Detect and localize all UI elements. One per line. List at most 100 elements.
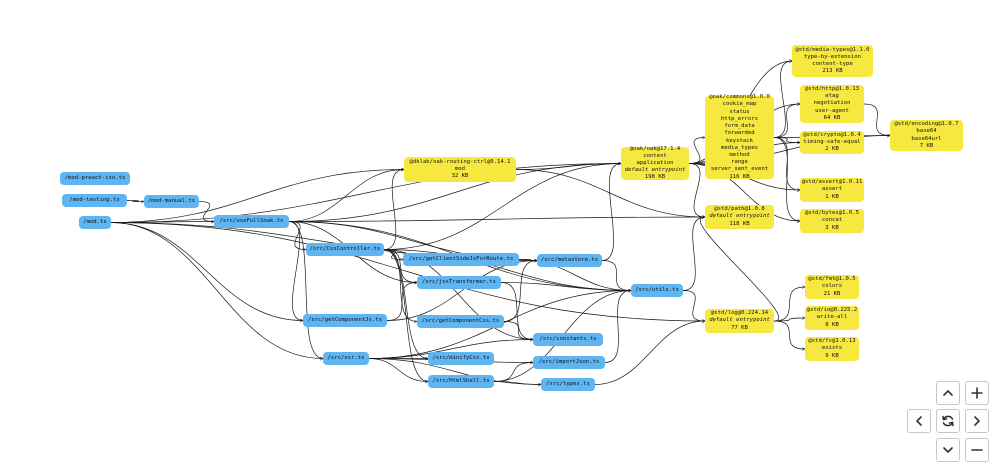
pan-left-button[interactable]	[907, 409, 931, 433]
edge-CssController-to-oak	[383, 164, 621, 250]
edge-HtmlShell-to-types	[493, 381, 541, 385]
edge-mod-to-log	[110, 222, 705, 322]
edge-log-to-path	[699, 217, 780, 322]
node-label: /src/metastore.ts	[540, 256, 599, 263]
edge-useFullSoak-to-dklab	[288, 170, 404, 222]
node-label: /src/getComponentJs.ts	[307, 316, 383, 323]
node-detail: user-agent	[815, 107, 849, 114]
node-label: @std/encoding@1.0.7	[894, 121, 959, 128]
edge-oak-to-bytes	[688, 163, 800, 222]
node-mod-testing[interactable]: /mod-testing.ts	[62, 194, 127, 207]
node-useFullSoak[interactable]: /src/useFullSoak.ts	[214, 215, 289, 228]
node-detail: default entrypoint	[709, 317, 770, 324]
node-constants[interactable]: /src/constants.ts	[533, 333, 603, 346]
edge-commons-to-mediatypes	[773, 61, 792, 138]
edge-commons-to-assert	[773, 137, 800, 191]
edge-useFullSoak-to-path	[288, 217, 705, 222]
node-label: @std/fmt@1.0.5	[808, 276, 856, 283]
node-detail: application	[636, 159, 674, 166]
node-detail: 118 KB	[729, 220, 750, 227]
edge-mod-testing-to-mod-manual	[126, 201, 144, 202]
node-detail: negotiation	[813, 100, 851, 107]
node-getComponentJs[interactable]: /src/getComponentJs.ts	[303, 314, 387, 327]
node-metastore[interactable]: /src/metastore.ts	[537, 254, 602, 267]
pan-right-button[interactable]	[965, 409, 989, 433]
node-utils[interactable]: /src/utils.ts	[631, 284, 683, 297]
edge-CssController-to-getComponentCss	[383, 249, 417, 322]
zoom-in-button[interactable]	[965, 381, 989, 405]
node-label: /src/minifyCss.ts	[432, 354, 490, 361]
edge-log-to-fmt	[773, 287, 805, 322]
reset-view-button[interactable]	[936, 409, 960, 433]
zoom-out-button[interactable]	[965, 438, 989, 462]
node-detail: 77 KB	[731, 324, 748, 331]
node-ssr[interactable]: /src/ssr.ts	[323, 352, 369, 365]
node-label: /mod.ts	[83, 218, 107, 225]
node-label: /src/ssr.ts	[327, 354, 365, 361]
edge-metastore-to-utils	[601, 260, 631, 291]
node-getClientSide[interactable]: /src/getClientSideJsForRoute.ts	[403, 253, 519, 266]
node-jsxTransformer[interactable]: /src/jsxTransformer.ts	[417, 276, 501, 289]
node-label: @std/bytes@1.0.5	[805, 210, 859, 217]
node-label: @std/http@1.0.13	[805, 86, 859, 92]
node-label: @std/crypto@1.0.4	[803, 131, 861, 138]
node-getComponentCss[interactable]: /src/getComponentCss.ts	[417, 315, 504, 328]
node-label: /src/jsxTransformer.ts	[421, 278, 497, 285]
pan-down-button[interactable]	[936, 438, 960, 462]
node-label: /src/useFullSoak.ts	[219, 217, 284, 224]
node-label: /src/importJson.ts	[538, 358, 600, 365]
node-detail: 7 KB	[919, 142, 934, 149]
node-detail: write-all	[816, 314, 848, 321]
edge-importJson-to-utils	[604, 291, 631, 363]
node-detail: 116 KB	[729, 173, 750, 180]
node-label: @std/assert@1.0.11	[801, 179, 863, 186]
node-detail: assert	[821, 186, 843, 193]
node-detail: cookie_map	[722, 101, 757, 108]
chevron-right-icon	[974, 416, 980, 426]
node-minifyCss[interactable]: /src/minifyCss.ts	[428, 352, 494, 365]
node-detail: colors	[821, 283, 843, 290]
edge-getComponentCss-to-metastore	[503, 261, 537, 322]
node-detail: http_errors	[720, 115, 759, 122]
edge-mod-to-dklab	[110, 170, 404, 223]
node-CssController[interactable]: /src/CssController.ts	[306, 243, 384, 256]
edge-types-to-log	[594, 321, 705, 385]
node-label: @std/fs@1.0.13	[808, 338, 856, 345]
node-detail: default entrypoint	[709, 213, 770, 220]
node-detail: 32 KB	[451, 173, 469, 180]
node-mod-preact-iso[interactable]: /mod-preact-iso.ts	[60, 172, 130, 185]
node-mod[interactable]: /mod.ts	[79, 216, 111, 229]
edge-utils-to-log	[682, 290, 705, 322]
chevron-down-icon	[943, 447, 953, 453]
pan-up-button[interactable]	[936, 381, 960, 405]
edge-getComponentJs-to-jsxTransformer	[386, 283, 417, 321]
node-HtmlShell[interactable]: /src/HtmlShell.ts	[428, 375, 494, 388]
node-types[interactable]: /src/types.ts	[541, 378, 595, 391]
edge-getComponentCss-to-constants	[503, 321, 533, 340]
node-detail: 213 KB	[822, 68, 843, 75]
node-mod-manual[interactable]: /mod-manual.ts	[144, 195, 199, 208]
node-importJson[interactable]: /src/importJson.ts	[533, 356, 605, 369]
edge-ssr-to-constants	[368, 340, 533, 359]
edge-CssController-to-HtmlShell	[383, 249, 428, 382]
chevron-up-icon	[943, 390, 953, 396]
node-label: /src/HtmlShell.ts	[432, 377, 490, 384]
node-detail: media_types	[720, 144, 759, 151]
refresh-icon	[942, 415, 954, 427]
plus-icon	[971, 387, 983, 399]
